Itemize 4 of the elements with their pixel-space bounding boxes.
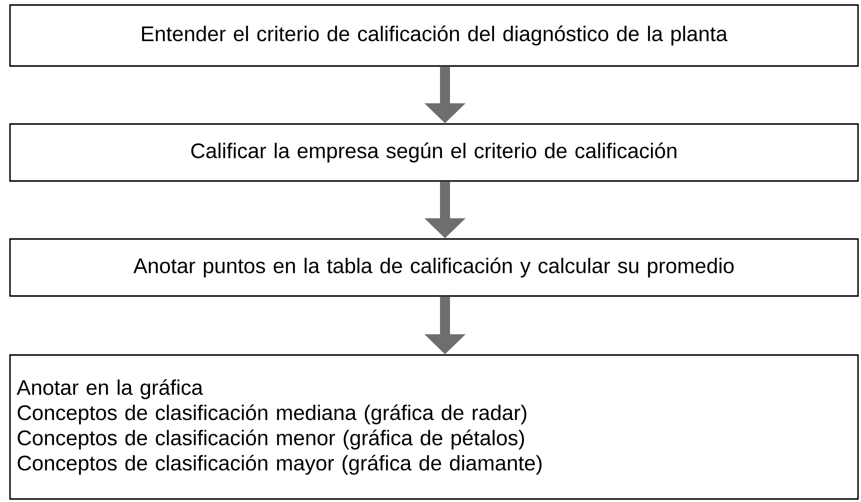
process-box: Anotar en la gráfica Conceptos de clasificación mediana (gráfica de radar) Conceptos de clasificación menor (gráfica de pétalos) Conceptos de clasificación mayor (gráfica de diamante) bbox=[9, 354, 859, 500]
process-box: Calificar la empresa según el criterio de calificación bbox=[9, 123, 859, 182]
process-box: Anotar puntos en la tabla de calificación y calcular su promedio bbox=[9, 238, 859, 297]
process-box: Entender el criterio de calificación del diagnóstico de la planta bbox=[9, 4, 859, 67]
